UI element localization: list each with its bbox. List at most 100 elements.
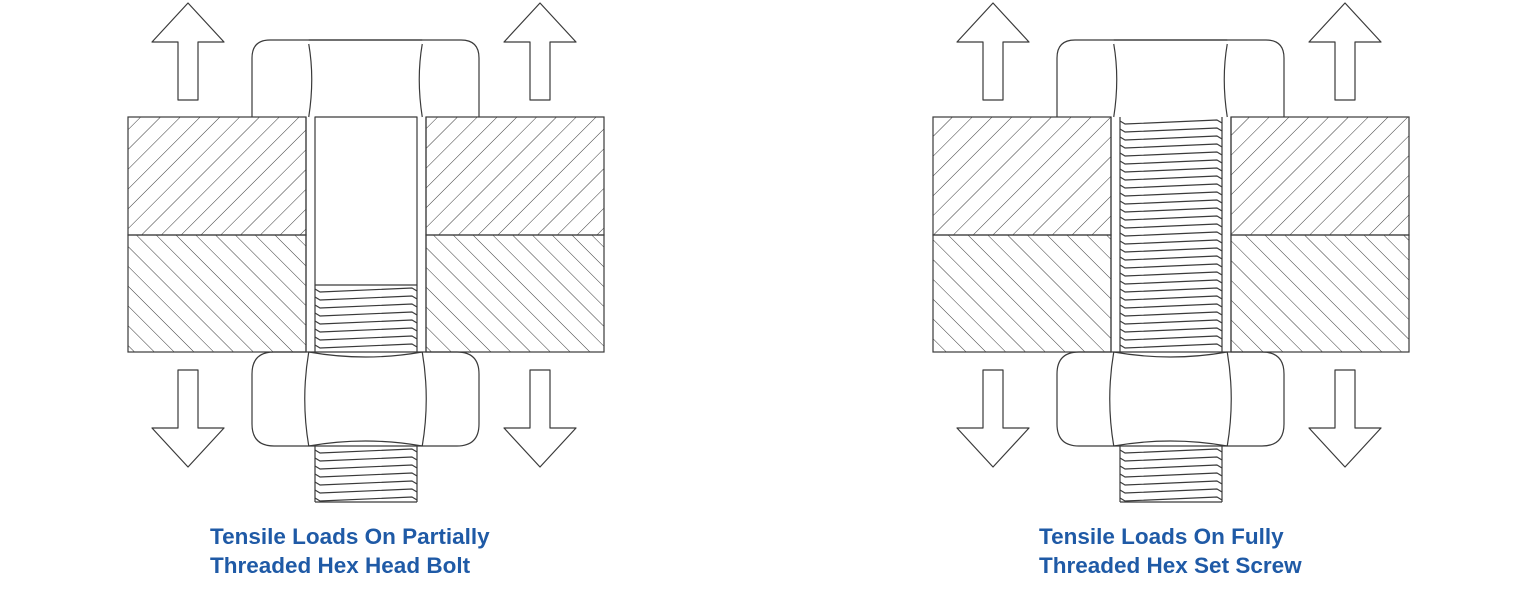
nut-outline — [251, 351, 480, 447]
thread-crest — [1119, 239, 1223, 245]
thread-crest — [1119, 207, 1223, 213]
thread-crest — [314, 311, 418, 317]
thread-crest — [1119, 119, 1223, 125]
lower-plate-right — [425, 234, 605, 353]
thread-crest — [1119, 327, 1223, 333]
hex-outline — [1056, 39, 1285, 117]
caption-right-line-1: Tensile Loads On Fully — [1039, 524, 1284, 549]
thread-crest — [1119, 167, 1223, 173]
thread-crest — [314, 448, 418, 454]
thread-crest — [1119, 223, 1223, 229]
nut-face-line — [1226, 351, 1232, 447]
lower-plate-right — [1230, 234, 1410, 353]
nut-chamfer-top — [1113, 351, 1228, 358]
thread-crest — [1119, 199, 1223, 205]
fully-threaded-set-screw-diagram — [932, 2, 1410, 503]
caption-left-line-2: Threaded Hex Head Bolt — [210, 553, 471, 578]
thread-crest — [1119, 271, 1223, 277]
tensile-arrow-down-right — [1308, 369, 1382, 468]
upper-plate-left — [932, 116, 1112, 236]
nut-face-line — [304, 351, 310, 447]
thread-crest — [1119, 496, 1223, 502]
nut-outline — [1056, 351, 1285, 447]
thread-crest — [314, 335, 418, 341]
bolt-tail-threads — [1119, 446, 1223, 502]
caption-right-line-2: Threaded Hex Set Screw — [1039, 553, 1302, 578]
tensile-arrow-down-right — [503, 369, 577, 468]
lower-plate-left — [127, 234, 307, 353]
thread-crest — [314, 496, 418, 502]
thread-crest — [1119, 247, 1223, 253]
thread-crest — [1119, 183, 1223, 189]
threaded-section — [1119, 117, 1223, 352]
thread-crest — [1119, 472, 1223, 478]
caption-left-line-1: Tensile Loads On Partially — [210, 524, 490, 549]
thread-crest — [1119, 448, 1223, 454]
thread-crest — [314, 287, 418, 293]
hex-outline — [251, 39, 480, 117]
hex-head — [1056, 39, 1285, 118]
threaded-section — [314, 285, 418, 352]
unthreaded-shank — [314, 116, 418, 286]
thread-crest — [1119, 303, 1223, 309]
clamped-plates — [932, 116, 1410, 353]
thread-crest — [1119, 175, 1223, 181]
thread-crest — [314, 488, 418, 494]
hex-head — [251, 39, 480, 118]
thread-crest — [314, 343, 418, 349]
thread-crest — [1119, 191, 1223, 197]
partially-threaded-bolt-diagram — [127, 2, 605, 503]
thread-crest — [1119, 279, 1223, 285]
hex-face-line — [1223, 43, 1228, 118]
lower-plate-left — [932, 234, 1112, 353]
thread-crest — [1119, 464, 1223, 470]
tensile-arrow-down-left — [151, 369, 225, 468]
thread-crest — [1119, 151, 1223, 157]
thread-crest — [314, 319, 418, 325]
thread-crest — [314, 295, 418, 301]
thread-crest — [314, 472, 418, 478]
upper-plate-right — [425, 116, 605, 236]
thread-crest — [1119, 255, 1223, 261]
thread-crest — [1119, 480, 1223, 486]
thread-crest — [1119, 319, 1223, 325]
hex-nut — [1056, 351, 1285, 447]
nut-face-line — [1109, 351, 1115, 447]
thread-crest — [314, 464, 418, 470]
hex-face-line — [418, 43, 423, 118]
thread-crest — [1119, 295, 1223, 301]
hex-face-line — [1113, 43, 1118, 118]
nut-chamfer-bottom — [308, 440, 423, 447]
thread-crest — [1119, 456, 1223, 462]
thread-crest — [314, 303, 418, 309]
thread-crest — [1119, 335, 1223, 341]
thread-crest — [1119, 287, 1223, 293]
caption-fully-threaded: Tensile Loads On Fully Threaded Hex Set … — [1039, 522, 1302, 580]
bolt-shank — [314, 116, 418, 352]
thread-crest — [1119, 159, 1223, 165]
thread-crest — [1119, 127, 1223, 133]
thread-crest — [314, 480, 418, 486]
hex-nut — [251, 351, 480, 447]
thread-crest — [1119, 135, 1223, 141]
tensile-arrow-up-right — [1308, 2, 1382, 101]
tensile-arrow-down-left — [956, 369, 1030, 468]
upper-plate-left — [127, 116, 307, 236]
thread-crest — [1119, 311, 1223, 317]
thread-crest — [1119, 215, 1223, 221]
thread-crest — [1119, 231, 1223, 237]
thread-crest — [1119, 488, 1223, 494]
nut-face-line — [421, 351, 427, 447]
tensile-arrow-up-right — [503, 2, 577, 101]
hex-face-line — [308, 43, 313, 118]
bolt-shank — [1119, 117, 1223, 352]
clamped-plates — [127, 116, 605, 353]
nut-chamfer-top — [308, 351, 423, 358]
caption-partially-threaded: Tensile Loads On Partially Threaded Hex … — [210, 522, 490, 580]
thread-crest — [1119, 143, 1223, 149]
nut-chamfer-bottom — [1113, 440, 1228, 447]
thread-crest — [314, 327, 418, 333]
thread-crest — [1119, 263, 1223, 269]
tensile-arrow-up-left — [151, 2, 225, 101]
